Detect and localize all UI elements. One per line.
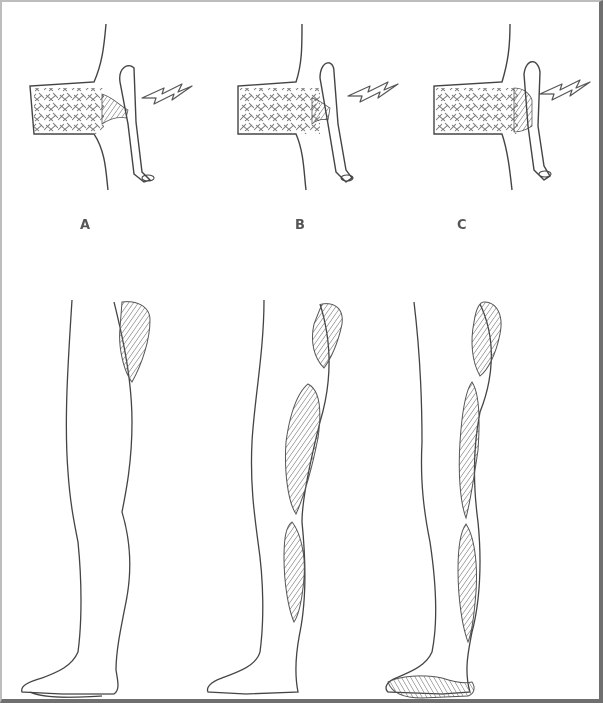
label-b: B bbox=[295, 218, 305, 233]
leg-b bbox=[208, 300, 329, 694]
lightning-bolt-icon bbox=[142, 84, 192, 104]
dermatome-c-foot bbox=[388, 676, 474, 698]
dermatome-b-thigh bbox=[312, 304, 342, 368]
dermatome-c-knee bbox=[459, 382, 479, 518]
lightning-bolt-icon bbox=[348, 82, 398, 102]
label-a: A bbox=[80, 218, 90, 233]
panel-c-nerve-root bbox=[524, 62, 551, 180]
leg-a bbox=[22, 300, 132, 697]
dermatome-c-thigh bbox=[472, 302, 501, 376]
dermatome-b-shin bbox=[284, 522, 304, 622]
dermatome-a bbox=[120, 302, 150, 382]
panel-c-disc bbox=[434, 24, 532, 190]
label-c: C bbox=[457, 218, 467, 233]
panel-a-disc bbox=[30, 24, 128, 190]
panel-b-nerve-root bbox=[320, 63, 353, 182]
panel-a-nerve-root bbox=[120, 66, 154, 182]
panel-b-disc bbox=[238, 24, 330, 190]
lightning-bolt-icon bbox=[540, 80, 590, 100]
dermatome-b-knee bbox=[285, 384, 319, 514]
